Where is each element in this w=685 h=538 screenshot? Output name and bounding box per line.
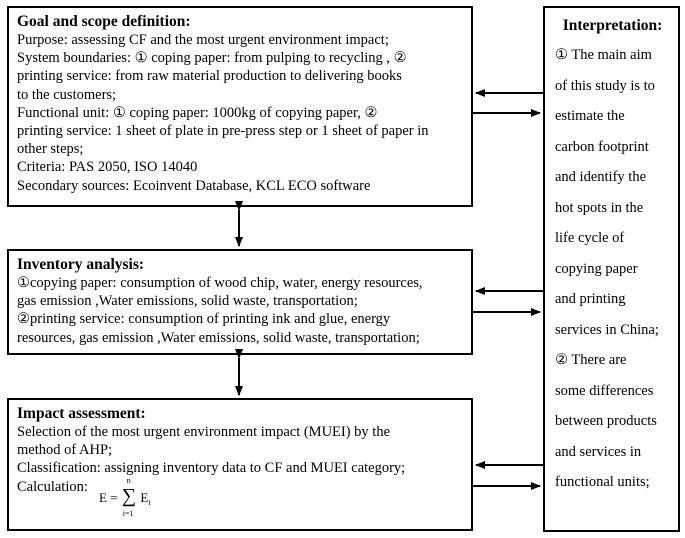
goal-line: printing service: from raw material prod… <box>17 68 402 85</box>
inventory-line: ①copying paper: consumption of wood chip… <box>17 275 423 291</box>
interpretation-line: life cycle of <box>555 230 625 246</box>
impact-line: Selection of the most urgent environment… <box>17 424 391 440</box>
interpretation-line: functional units; <box>555 474 650 490</box>
inventory-title: Inventory analysis: <box>17 256 145 273</box>
impact-assessment-box: Impact assessment: Selection of the most… <box>7 398 473 531</box>
formula-term-subscript: i <box>148 498 151 507</box>
interpretation-line: estimate the <box>555 108 625 124</box>
impact-line: Calculation: <box>17 478 88 495</box>
sum-lower-limit: i=1 <box>122 509 134 518</box>
interpretation-line: and services in <box>555 443 642 460</box>
goal-line: System boundaries: ① coping paper: from … <box>17 50 407 67</box>
calculation-formula: E = n ∑ i=1 Ei <box>99 476 151 518</box>
goal-title: Goal and scope definition: <box>17 13 191 30</box>
inventory-analysis-box: Inventory analysis: ①copying paper: cons… <box>7 249 473 355</box>
goal-and-scope-box: Goal and scope definition: Purpose: asse… <box>7 6 473 207</box>
interpretation-line: copying paper <box>555 260 638 277</box>
inventory-line: ②printing service: consumption of printi… <box>17 311 391 328</box>
interpretation-line: hot spots in the <box>555 199 644 216</box>
goal-line: Purpose: assessing CF and the most urgen… <box>17 32 389 48</box>
interpretation-line: ② There are <box>555 352 627 368</box>
interpretation-line: ① The main aim <box>555 47 652 63</box>
goal-line: to the customers; <box>17 86 117 103</box>
interpretation-line: and printing <box>555 291 626 307</box>
inventory-line: gas emission ,Water emissions, solid was… <box>17 293 358 310</box>
goal-line: Secondary sources: Ecoinvent Database, K… <box>17 177 371 194</box>
formula-lhs: E <box>99 490 107 505</box>
sum-sign: ∑ <box>121 485 137 507</box>
goal-line: other steps; <box>17 141 84 158</box>
goal-line: printing service: 1 sheet of plate in pr… <box>17 123 429 140</box>
summation-symbol: n ∑ i=1 <box>121 476 137 518</box>
interpretation-line: of this study is to <box>555 77 655 94</box>
interpretation-title: Interpretation: <box>562 17 663 34</box>
formula-equals: = <box>110 490 118 505</box>
goal-line: Criteria: PAS 2050, ISO 14040 <box>17 159 198 176</box>
goal-line: Functional unit: ① coping paper: 1000kg … <box>17 104 378 121</box>
impact-title: Impact assessment: <box>17 405 146 422</box>
interpretation-line: and identify the <box>555 169 647 185</box>
interpretation-line: services in China; <box>555 321 659 338</box>
formula-term: E <box>140 490 149 505</box>
interpretation-line: carbon footprint <box>555 138 649 155</box>
interpretation-line: some differences <box>555 382 654 399</box>
impact-line: Classification: assigning inventory data… <box>17 460 406 477</box>
interpretation-box: Interpretation: ① The main aim of this s… <box>543 6 680 532</box>
sum-upper-limit: n <box>126 476 131 485</box>
interpretation-line: between products <box>555 413 657 429</box>
impact-line: method of AHP; <box>17 442 113 459</box>
inventory-line: resources, gas emission ,Water emissions… <box>17 329 420 346</box>
